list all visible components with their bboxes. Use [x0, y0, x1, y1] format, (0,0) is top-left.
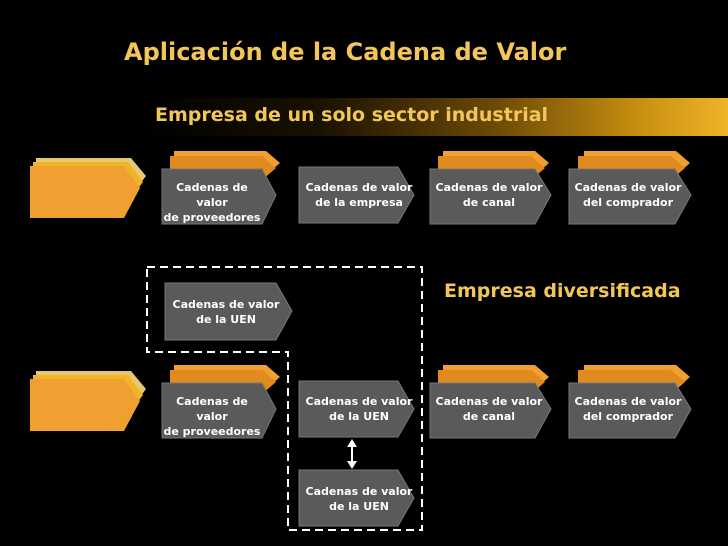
label-uen-middle: Cadenas de valor de la UEN — [305, 395, 413, 423]
box-proveedores-top — [161, 151, 280, 225]
diversified-company-label: Empresa diversificada — [444, 280, 681, 302]
box-comprador-bottom — [568, 365, 692, 439]
uen-dashed-outline — [146, 266, 423, 531]
box-canal-bottom — [429, 365, 552, 439]
label-canal-bottom: Cadenas de valor de canal — [435, 395, 543, 423]
left-arrow-top — [30, 158, 146, 218]
left-arrow-bottom — [30, 371, 146, 431]
label-proveedores-top: Cadenas de valor de proveedores — [163, 181, 261, 224]
label-comprador-bottom: Cadenas de valor del comprador — [574, 395, 682, 423]
label-uen-bottom: Cadenas de valor de la UEN — [305, 485, 413, 513]
box-comprador-top — [568, 151, 692, 225]
box-canal-top — [429, 151, 552, 225]
box-uen-top — [164, 282, 293, 341]
box-uen-bottom — [298, 469, 415, 527]
label-proveedores-bottom: Cadenas de valor de proveedores — [163, 395, 261, 438]
box-uen-middle — [298, 380, 415, 438]
subtitle: Empresa de un solo sector industrial — [155, 104, 549, 126]
box-empresa-top — [298, 166, 415, 224]
subtitle-gradient-band — [145, 98, 728, 136]
double-arrow-icon — [347, 439, 357, 469]
label-uen-top: Cadenas de valor de la UEN — [172, 298, 280, 326]
label-comprador-top: Cadenas de valor del comprador — [574, 181, 682, 209]
label-empresa-top: Cadenas de valor de la empresa — [305, 181, 413, 209]
page-title: Aplicación de la Cadena de Valor — [124, 38, 567, 66]
box-proveedores-bottom — [161, 365, 280, 439]
label-canal-top: Cadenas de valor de canal — [435, 181, 543, 209]
